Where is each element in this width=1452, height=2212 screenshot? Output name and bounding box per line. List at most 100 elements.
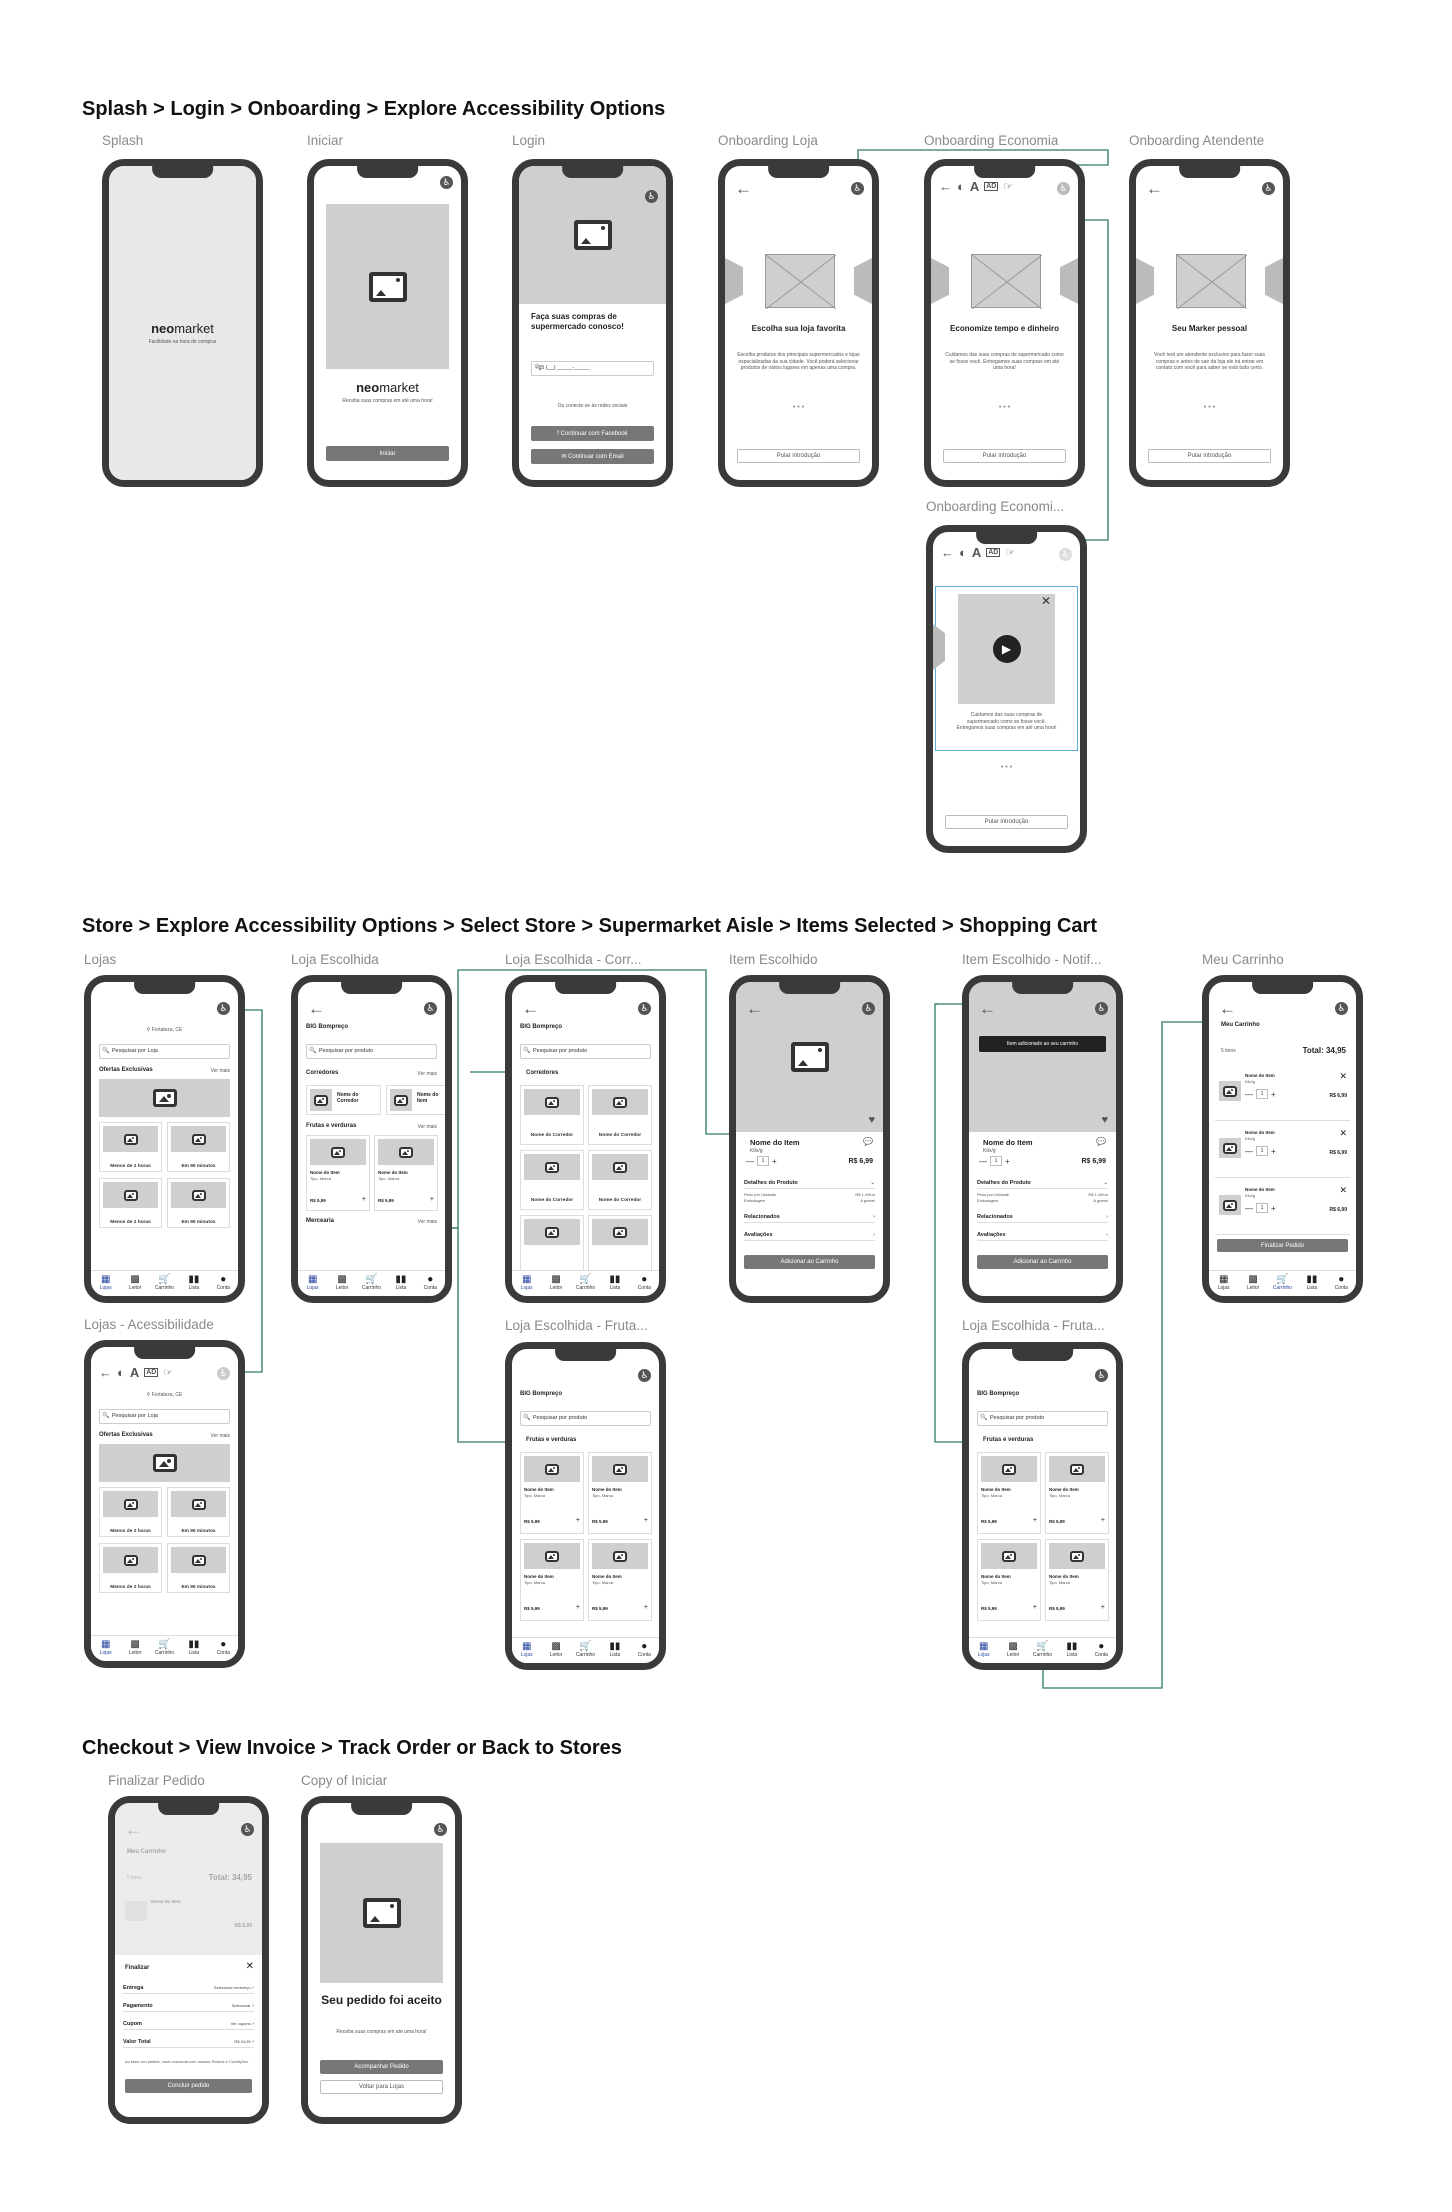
add-icon[interactable]: + (1032, 1517, 1037, 1524)
add-icon[interactable]: + (1032, 1604, 1037, 1611)
finalizar-pedido-button[interactable]: Finalizar Pedido (1217, 1239, 1348, 1252)
skip-intro-button[interactable]: Pular introdução (945, 815, 1068, 829)
carousel-next[interactable] (1265, 258, 1283, 304)
back-arrow-icon[interactable]: ← (939, 179, 952, 194)
add-icon[interactable]: + (643, 1604, 648, 1611)
ver-mais-link[interactable]: Ver mais (417, 1124, 437, 1130)
store-search-input[interactable]: Pesquisar por Loja (99, 1409, 230, 1424)
aisle-card[interactable]: Nome do Corredor (588, 1085, 652, 1145)
audio-description-icon[interactable]: AD (144, 1368, 159, 1377)
facebook-button[interactable]: f Continuar com Facebook (531, 426, 654, 441)
nav-conta[interactable]: ●Conta (216, 1274, 230, 1291)
sign-language-icon[interactable]: ☞ (1003, 181, 1014, 193)
add-icon[interactable]: + (643, 1517, 648, 1524)
nav-conta[interactable]: ●Conta (1094, 1641, 1108, 1658)
nav-carrinho[interactable]: 🛒Carrinho (575, 1641, 596, 1658)
back-arrow-icon[interactable]: ← (1219, 999, 1236, 1018)
skip-intro-button[interactable]: Pular introdução (1148, 449, 1271, 463)
back-to-stores-button[interactable]: Voltar para Lojas (320, 2080, 443, 2094)
chat-icon[interactable]: 💬 (1096, 1137, 1106, 1146)
track-order-button[interactable]: Acompanhar Pedido (320, 2060, 443, 2074)
ver-mais-link[interactable]: Ver mais (417, 1071, 437, 1077)
accessibility-icon[interactable]: ♿ (1059, 548, 1072, 561)
font-size-icon[interactable]: A (969, 179, 980, 194)
avaliacoes-row[interactable]: Avaliações› (977, 1232, 1108, 1241)
avaliacoes-row[interactable]: Avaliações› (744, 1232, 875, 1241)
remove-icon[interactable]: ✕ (1339, 1071, 1347, 1081)
nav-conta[interactable]: ●Conta (637, 1274, 651, 1291)
accessibility-icon[interactable]: ♿ (1057, 182, 1070, 195)
nav-lista[interactable]: ▮▮Lista (395, 1274, 407, 1291)
video-player[interactable]: ✕ ▶ (958, 594, 1055, 704)
quantity-stepper[interactable]: —1+ (1245, 1146, 1276, 1156)
nav-conta[interactable]: ●Conta (637, 1641, 651, 1658)
skip-intro-button[interactable]: Pular introdução (737, 449, 860, 463)
iniciar-button[interactable]: Iniciar (326, 446, 449, 461)
accessibility-icon[interactable]: ♿ (424, 1002, 437, 1015)
detalhes-row[interactable]: Detalhes do Produto⌄ (744, 1180, 875, 1189)
nav-lojas[interactable]: ▦Lojas (306, 1274, 319, 1291)
play-icon[interactable]: ▶ (992, 635, 1021, 663)
product-search-input[interactable]: Pesquisar por produto (520, 1411, 651, 1426)
quantity-stepper[interactable]: —1+ (1245, 1089, 1276, 1099)
confirm-order-button[interactable]: Concluir pedido (125, 2079, 252, 2093)
nav-carrinho[interactable]: 🛒Carrinho (1032, 1641, 1053, 1658)
nav-carrinho[interactable]: 🛒Carrinho (361, 1274, 382, 1291)
product-search-input[interactable]: Pesquisar por produto (977, 1411, 1108, 1426)
nav-carrinho[interactable]: 🛒Carrinho (154, 1639, 175, 1656)
nav-lojas[interactable]: ▦Lojas (520, 1641, 533, 1658)
nav-lista[interactable]: ▮▮Lista (188, 1274, 200, 1291)
nav-conta[interactable]: ●Conta (216, 1639, 230, 1656)
email-button[interactable]: ✉ Continuar com Email (531, 449, 654, 464)
heart-icon[interactable]: ♥ (1101, 1114, 1108, 1126)
relacionados-row[interactable]: Relacionados› (744, 1214, 875, 1223)
back-arrow-icon[interactable]: ← (308, 999, 325, 1018)
aisle-card[interactable] (520, 1215, 584, 1275)
back-arrow-icon[interactable]: ← (99, 1365, 112, 1380)
nav-carrinho[interactable]: 🛒Carrinho (575, 1274, 596, 1291)
store-card[interactable]: Em 90 minutos (167, 1122, 230, 1172)
sign-language-icon[interactable]: ☞ (1005, 547, 1016, 559)
add-icon[interactable]: + (429, 1196, 434, 1203)
store-card[interactable]: Em 90 minutos (167, 1543, 230, 1593)
accessibility-icon[interactable]: ♿ (1095, 1369, 1108, 1382)
nav-lista[interactable]: ▮▮Lista (1066, 1641, 1078, 1658)
accessibility-icon[interactable]: ♿ (645, 190, 658, 203)
nav-lojas[interactable]: ▦Lojas (520, 1274, 533, 1291)
add-icon[interactable]: + (575, 1604, 580, 1611)
product-search-input[interactable]: Pesquisar por produto (306, 1044, 437, 1059)
nav-leitor[interactable]: ▩Leitor (549, 1641, 563, 1658)
add-to-cart-button[interactable]: Adicionar ao Carrinho (977, 1255, 1108, 1269)
add-icon[interactable]: + (1100, 1604, 1105, 1611)
nav-lojas[interactable]: ▦Lojas (99, 1274, 112, 1291)
store-search-input[interactable]: Pesquisar por Loja (99, 1044, 230, 1059)
accessibility-icon[interactable]: ♿ (434, 1823, 447, 1836)
add-to-cart-button[interactable]: Adicionar ao Carrinho (744, 1255, 875, 1269)
back-arrow-icon[interactable]: ← (1146, 179, 1163, 198)
offer-banner[interactable] (99, 1444, 230, 1482)
offer-banner[interactable] (99, 1079, 230, 1117)
store-card[interactable]: Em 90 minutos (167, 1178, 230, 1228)
font-size-icon[interactable]: A (129, 1365, 140, 1380)
store-card[interactable]: Menos de 2 horas (99, 1122, 162, 1172)
ver-mais-link[interactable]: Ver mais (210, 1068, 230, 1074)
back-arrow-icon[interactable]: ← (941, 545, 954, 560)
accessibility-icon[interactable]: ♿ (217, 1002, 230, 1015)
contrast-icon[interactable]: ◐ (959, 545, 967, 560)
accessibility-icon[interactable]: ♿ (638, 1369, 651, 1382)
font-size-icon[interactable]: A (971, 545, 982, 560)
aisle-card[interactable]: Nome do Corredor (306, 1085, 381, 1115)
detalhes-row[interactable]: Detalhes do Produto⌄ (977, 1180, 1108, 1189)
store-card[interactable]: Menos de 2 horas (99, 1178, 162, 1228)
contrast-icon[interactable]: ◐ (117, 1365, 125, 1380)
nav-leitor[interactable]: ▩Leitor (128, 1274, 142, 1291)
